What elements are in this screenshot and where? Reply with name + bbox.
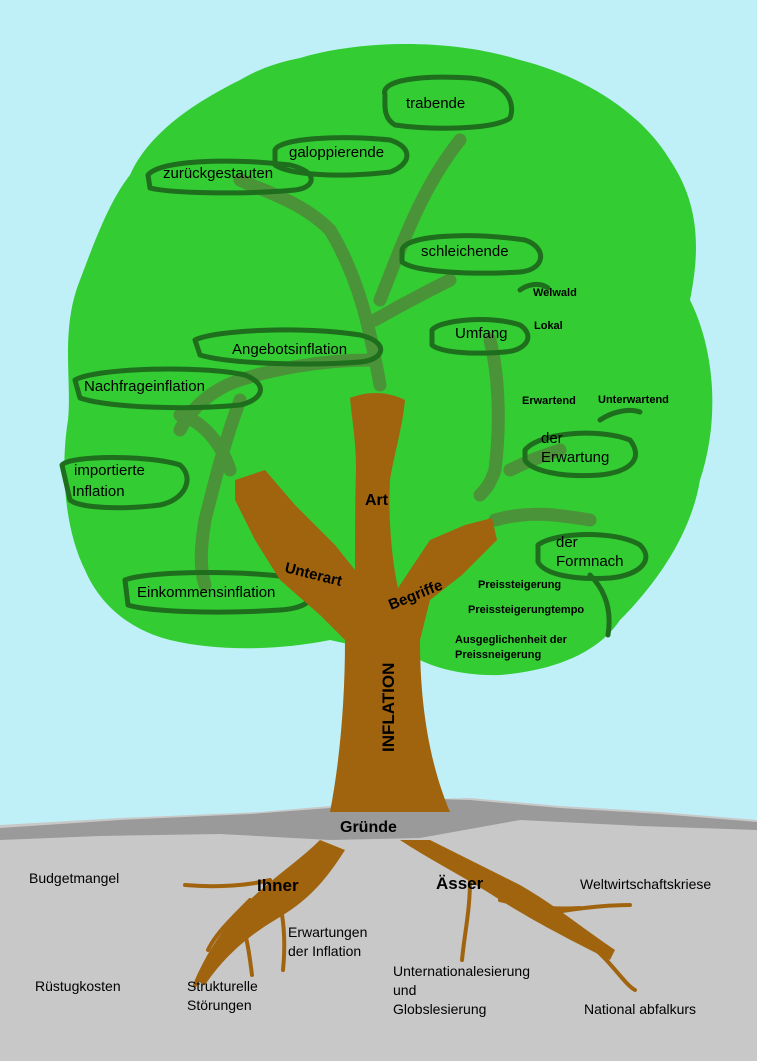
label-gruende: Gründe	[340, 819, 397, 836]
label-trabende: trabende	[406, 95, 465, 112]
label-lokal: Lokal	[534, 320, 563, 332]
label-schleichende: schleichende	[421, 243, 509, 260]
label-inflation: Inflation	[72, 483, 125, 500]
soil-strip	[0, 790, 757, 840]
label-ihner: Ihner	[257, 876, 299, 895]
label-ruestungkosten: Rüstugkosten	[35, 978, 121, 994]
label-ausgeglichenheit-2: Preissneigerung	[455, 649, 541, 661]
label-nachfrageinflation: Nachfrageinflation	[84, 378, 205, 395]
label-formnach-2: Formnach	[556, 553, 624, 570]
label-ausgeglichenheit-1: Ausgeglichenheit der	[455, 634, 568, 646]
label-preissteigerungtempo: Preissteigerungtempo	[468, 604, 584, 616]
label-importierte: importierte	[74, 462, 145, 479]
label-strukturelle-1: Strukturelle	[187, 978, 258, 994]
label-internationalisierung-3: Globslesierung	[393, 1001, 486, 1017]
label-einkommensinflation: Einkommensinflation	[137, 584, 275, 601]
root-tips	[183, 878, 637, 992]
label-outlines	[59, 74, 649, 638]
label-internationalisierung-1: Unternationalesierung	[393, 963, 530, 979]
label-national-abfalkurs: National abfalkurs	[584, 1001, 696, 1017]
label-der-erwartung-1: der	[541, 430, 563, 447]
label-budgetmangel: Budgetmangel	[29, 870, 119, 886]
trunk-title-inflation: INFLATION	[379, 663, 398, 752]
label-formnach-1: der	[556, 534, 578, 551]
label-zurueckgestauten: zurückgestauten	[163, 165, 273, 182]
label-erwartungen-2: der Inflation	[288, 943, 361, 959]
label-der-erwartung-2: Erwartung	[541, 449, 609, 466]
ground	[0, 790, 757, 1061]
trunk	[235, 393, 497, 812]
label-unterwartend: Unterwartend	[598, 394, 669, 406]
label-strukturelle-2: Störungen	[187, 997, 252, 1013]
label-art: Art	[365, 492, 389, 509]
label-weltwirtschaftskriese: Weltwirtschaftskriese	[580, 876, 711, 892]
label-asser: Ässer	[436, 874, 484, 893]
label-angebotsinflation: Angebotsinflation	[232, 341, 347, 358]
label-erwartungen-1: Erwartungen	[288, 924, 367, 940]
label-umfang: Umfang	[455, 325, 508, 342]
label-erwartend: Erwartend	[522, 395, 576, 407]
label-galoppierende: galoppierende	[289, 144, 384, 161]
label-welwald: Welwald	[533, 287, 577, 299]
label-internationalisierung-2: und	[393, 982, 416, 998]
label-preissteigerung: Preissteigerung	[478, 579, 561, 591]
